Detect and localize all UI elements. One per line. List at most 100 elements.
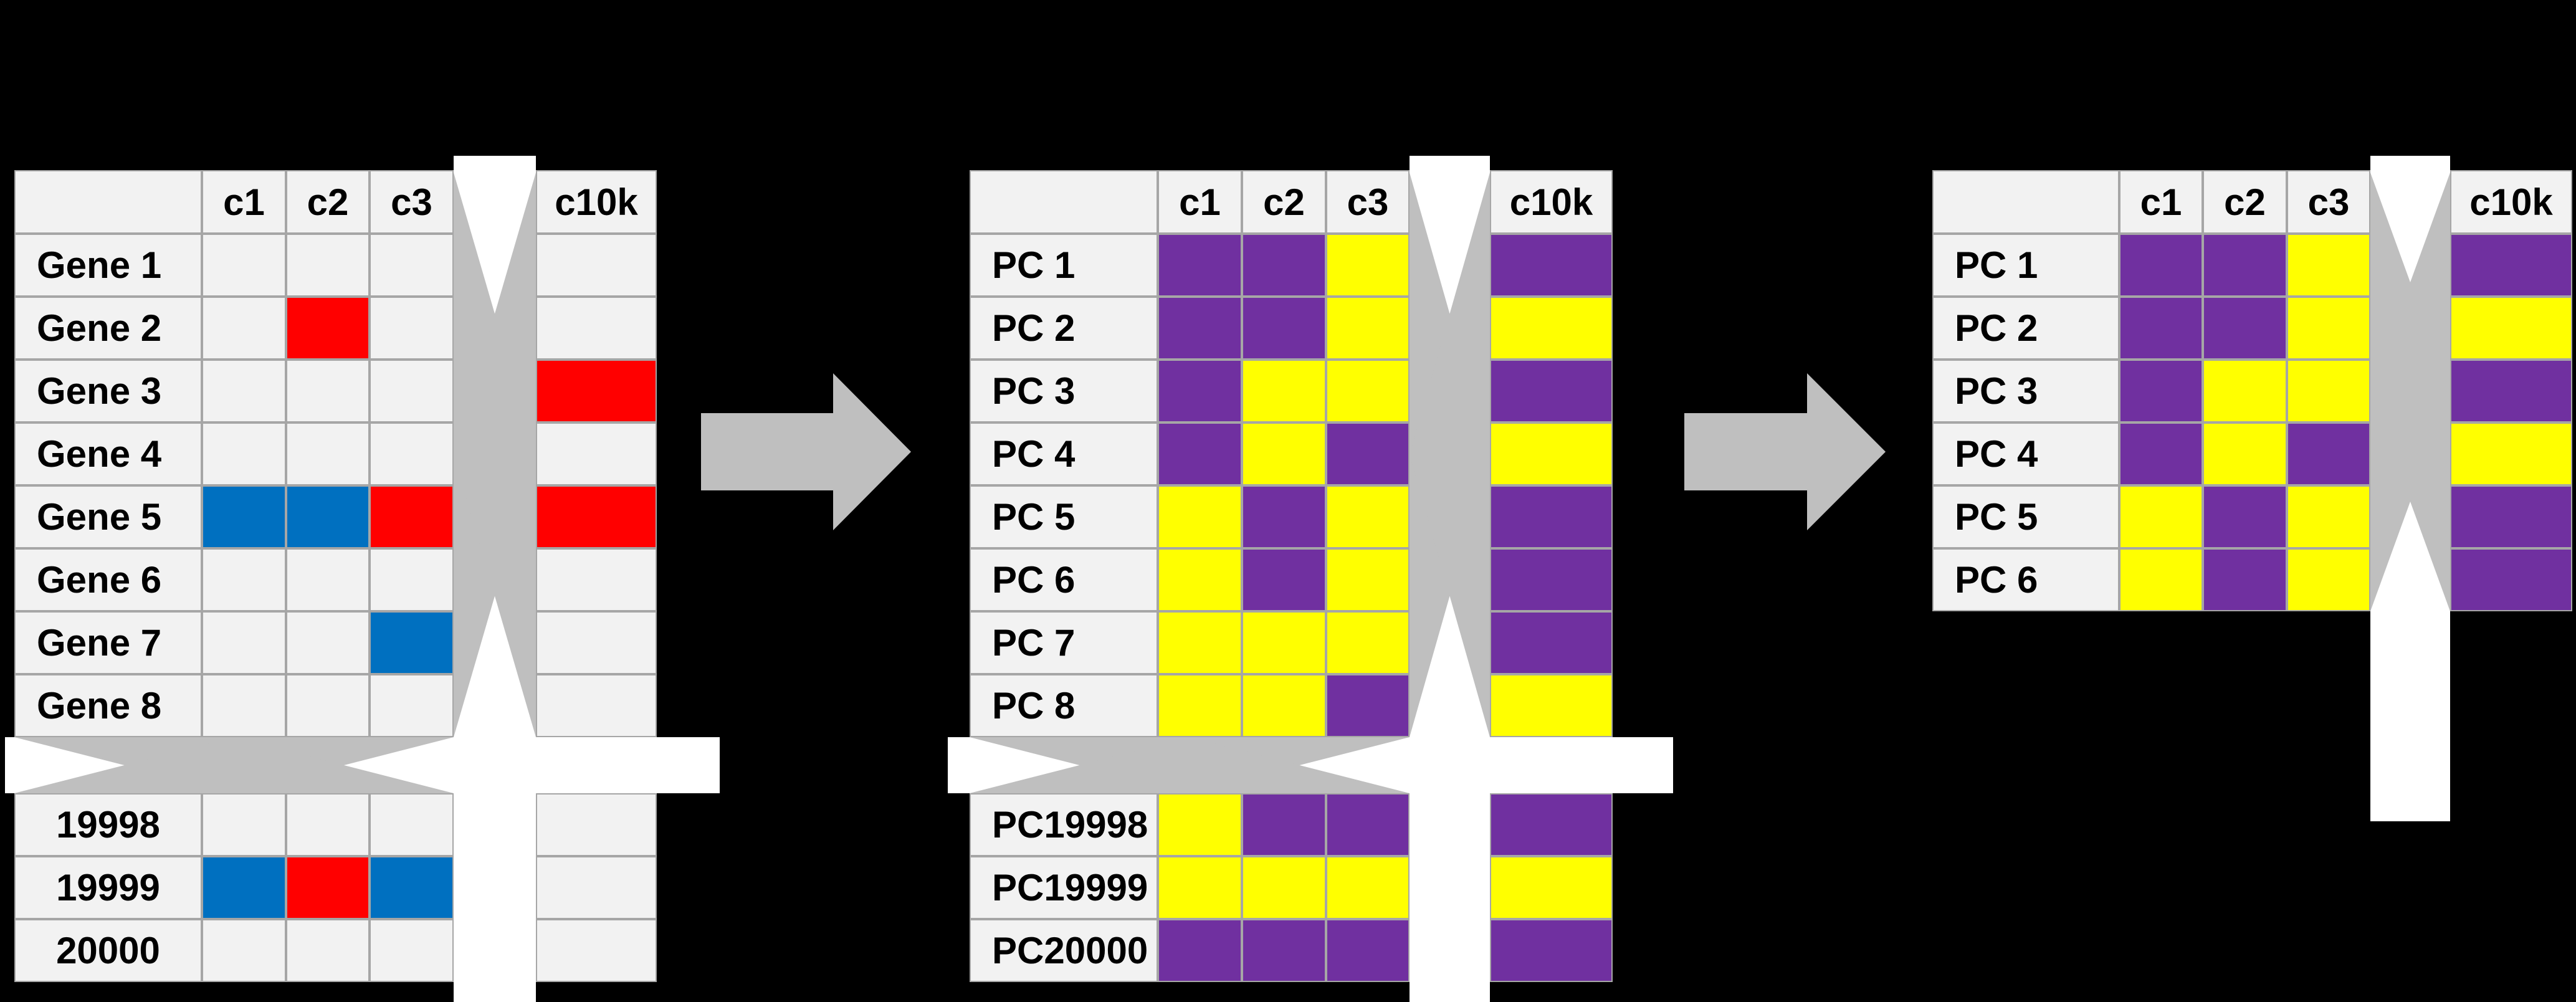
- row-label: PC19999: [971, 857, 1157, 918]
- matrix-cell: [2204, 550, 2286, 610]
- row-label: PC 7: [971, 613, 1157, 673]
- matrix-cell: [203, 920, 285, 981]
- matrix-cell: [1491, 794, 1611, 855]
- row-label: Gene 1: [16, 235, 201, 295]
- matrix-cell: [203, 613, 285, 673]
- matrix-cell: [1327, 424, 1408, 484]
- matrix-cell: [2288, 298, 2369, 358]
- row-label: PC 5: [1934, 487, 2118, 547]
- matrix-cell: [2451, 487, 2571, 547]
- row-label: PC 1: [971, 235, 1157, 295]
- matrix-cell: [203, 298, 285, 358]
- matrix-cell: [2204, 235, 2286, 295]
- matrix-cell: [1327, 920, 1408, 981]
- column-header-c10k: c10k: [537, 171, 656, 232]
- matrix-cell: [537, 675, 656, 736]
- matrix-cell: [371, 487, 452, 547]
- matrix-cell: [287, 675, 368, 736]
- matrix-cell: [2288, 361, 2369, 421]
- row-label: PC 2: [971, 298, 1157, 358]
- corner-cell: [16, 171, 201, 232]
- transform-arrow-2-right-icon: [1684, 373, 1886, 530]
- matrix-cell: [287, 487, 368, 547]
- matrix-cell: [537, 424, 656, 484]
- matrix-cell: [287, 794, 368, 855]
- row-label: Gene 8: [16, 675, 201, 736]
- matrix-cell: [287, 857, 368, 918]
- matrix-cell: [1491, 613, 1611, 673]
- row-label: PC 4: [971, 424, 1157, 484]
- matrix-cell: [2120, 235, 2202, 295]
- matrix-cell: [1243, 920, 1325, 981]
- matrix-cell: [1159, 794, 1241, 855]
- matrix-cell: [203, 487, 285, 547]
- matrix-cell: [371, 298, 452, 358]
- matrix-cell: [1327, 794, 1408, 855]
- matrix-cell: [1159, 920, 1241, 981]
- row-label: PC 5: [971, 487, 1157, 547]
- matrix-cell: [1159, 613, 1241, 673]
- column-header-c2: c2: [287, 171, 368, 232]
- matrix-cell: [1159, 235, 1241, 295]
- matrix-cell: [537, 857, 656, 918]
- matrix-cell: [2288, 487, 2369, 547]
- matrix-cell: [287, 920, 368, 981]
- row-label: PC20000: [971, 920, 1157, 981]
- matrix-cell: [1159, 857, 1241, 918]
- matrix-cell: [2120, 424, 2202, 484]
- matrix-cell: [1159, 298, 1241, 358]
- column-header-c2: c2: [2204, 171, 2286, 232]
- row-label: PC19998: [971, 794, 1157, 855]
- matrix-cell: [2120, 487, 2202, 547]
- row-label: PC 2: [1934, 298, 2118, 358]
- matrix-cell: [287, 361, 368, 421]
- matrix-cell: [1491, 235, 1611, 295]
- matrix-cell: [1327, 613, 1408, 673]
- matrix-cell: [537, 613, 656, 673]
- matrix-cell: [203, 794, 285, 855]
- matrix-cell: [2120, 361, 2202, 421]
- matrix-cell: [537, 235, 656, 295]
- row-label: PC 1: [1934, 235, 2118, 295]
- matrix-cell: [371, 424, 452, 484]
- matrix-cell: [1243, 298, 1325, 358]
- matrix-cell: [1327, 361, 1408, 421]
- row-label: PC 8: [971, 675, 1157, 736]
- matrix-cell: [2451, 550, 2571, 610]
- matrix-cell: [2451, 235, 2571, 295]
- matrix-cell: [1327, 857, 1408, 918]
- transform-arrow-1-right-icon: [701, 373, 911, 530]
- matrix-cell: [203, 550, 285, 610]
- matrix-cell: [2120, 298, 2202, 358]
- matrix-cell: [1491, 298, 1611, 358]
- matrix-cell: [371, 675, 452, 736]
- row-label: Gene 5: [16, 487, 201, 547]
- matrix-cell: [537, 361, 656, 421]
- matrix-cell: [2204, 487, 2286, 547]
- matrix-cell: [1491, 675, 1611, 736]
- matrix-cell: [2204, 298, 2286, 358]
- matrix-cell: [537, 920, 656, 981]
- matrix-cell: [1491, 857, 1611, 918]
- row-label: 20000: [16, 920, 201, 981]
- matrix-cell: [203, 857, 285, 918]
- matrix-cell: [371, 235, 452, 295]
- row-label: Gene 3: [16, 361, 201, 421]
- matrix-cell: [537, 487, 656, 547]
- matrix-cell: [1491, 550, 1611, 610]
- matrix-cell: [287, 235, 368, 295]
- column-header-c1: c1: [1159, 171, 1241, 232]
- row-label: Gene 7: [16, 613, 201, 673]
- corner-cell: [971, 171, 1157, 232]
- matrix-cell: [203, 361, 285, 421]
- matrix-cell: [1243, 794, 1325, 855]
- matrix-cell: [287, 298, 368, 358]
- matrix-cell: [1159, 675, 1241, 736]
- matrix-cell: [537, 794, 656, 855]
- matrix-cell: [287, 550, 368, 610]
- matrix-cell: [1327, 675, 1408, 736]
- matrix-cell: [1491, 920, 1611, 981]
- matrix-cell: [1243, 487, 1325, 547]
